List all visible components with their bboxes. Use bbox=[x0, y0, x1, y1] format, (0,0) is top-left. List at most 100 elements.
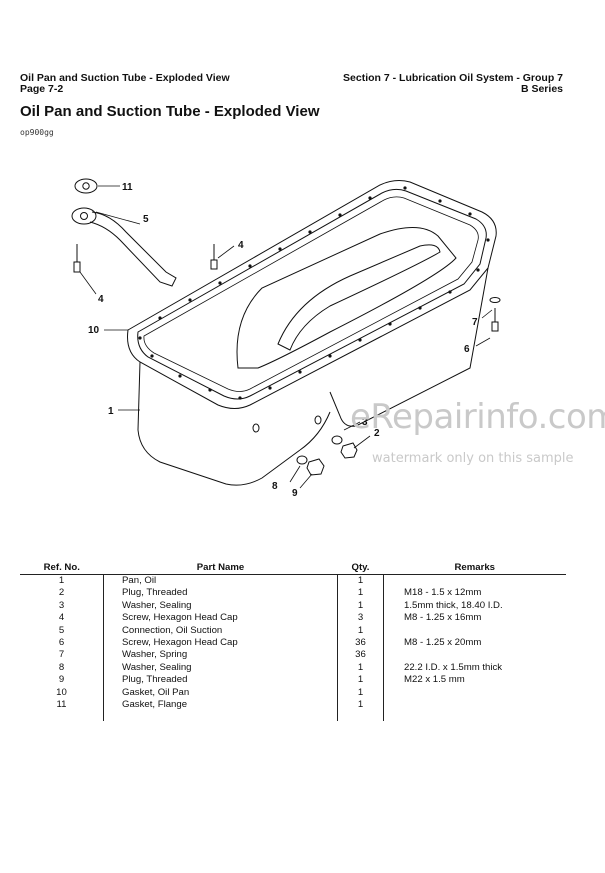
cell-remarks: M8 - 1.25 x 16mm bbox=[383, 612, 566, 625]
cell-ref: 9 bbox=[58, 674, 65, 686]
cell-qty: 1 bbox=[337, 686, 384, 700]
oil-pan-body-front bbox=[299, 411, 331, 451]
page-header-left: Oil Pan and Suction Tube - Exploded View… bbox=[20, 73, 230, 95]
cell-ref: 10 bbox=[56, 686, 67, 698]
cell-ref: 4 bbox=[58, 612, 65, 624]
watermark-site: eRepairinfo.com bbox=[350, 397, 605, 437]
callout-2: 2 bbox=[374, 428, 380, 439]
cell-name: Plug, Threaded bbox=[103, 674, 338, 687]
leader-lines bbox=[79, 185, 493, 489]
page-header-right: Section 7 - Lubrication Oil System - Gro… bbox=[343, 73, 563, 95]
cell-ref: 3 bbox=[58, 599, 65, 611]
cell-name: Gasket, Flange bbox=[103, 699, 338, 712]
col-qty-header: Qty. bbox=[337, 561, 384, 575]
cell-remarks bbox=[383, 686, 566, 700]
cell-remarks bbox=[383, 649, 566, 662]
cell-remarks bbox=[383, 574, 566, 588]
screw-4-left bbox=[73, 244, 81, 273]
callout-5: 5 bbox=[143, 214, 149, 225]
cell-qty: 3 bbox=[337, 612, 384, 625]
header-series: B Series bbox=[520, 83, 563, 95]
cell-name: Washer, Spring bbox=[103, 649, 338, 662]
cell-qty: 1 bbox=[337, 624, 384, 638]
cell-remarks: M8 - 1.25 x 20mm bbox=[383, 637, 566, 650]
cell-name: Connection, Oil Suction bbox=[103, 624, 338, 638]
cell-ref: 6 bbox=[58, 637, 65, 649]
table-row-spacer bbox=[20, 711, 566, 722]
cell-name: Washer, Sealing bbox=[103, 599, 338, 613]
cell-qty: 36 bbox=[337, 649, 384, 662]
cell-qty: 36 bbox=[337, 637, 384, 650]
cell-qty: 1 bbox=[337, 587, 384, 600]
oil-pan-baffle bbox=[277, 244, 441, 351]
header-section: Section 7 - Lubrication Oil System - Gro… bbox=[343, 72, 563, 84]
oil-pan-flange-inner bbox=[137, 188, 487, 400]
cell-ref: 5 bbox=[58, 624, 65, 636]
flange-gasket bbox=[74, 178, 98, 194]
sealing-washer-8 bbox=[296, 455, 308, 465]
cell-remarks: M18 - 1.5 x 12mm bbox=[383, 587, 566, 600]
suction-tube bbox=[89, 211, 177, 287]
cell-qty: 1 bbox=[337, 699, 384, 712]
threaded-plug-9 bbox=[306, 458, 325, 476]
cell-qty: 1 bbox=[337, 599, 384, 613]
cell-qty: 1 bbox=[337, 661, 384, 675]
oil-pan-body-side bbox=[329, 267, 489, 427]
threaded-plug-2 bbox=[340, 442, 358, 459]
cell-name: Plug, Threaded bbox=[103, 587, 338, 600]
cell-remarks bbox=[383, 624, 566, 638]
parts-table-header: Ref. No. Part Name Qty. Remarks bbox=[20, 561, 566, 575]
cell-remarks: 1.5mm thick, 18.40 I.D. bbox=[383, 599, 566, 613]
cell-remarks: 22.2 I.D. x 1.5mm thick bbox=[383, 661, 566, 675]
oil-pan-sump bbox=[236, 227, 457, 369]
col-ref-header: Ref. No. bbox=[20, 561, 104, 575]
exploded-view-diagram: 11 5 4 4 10 7 6 1 3 2 8 9 bbox=[71, 178, 501, 499]
callout-10: 10 bbox=[88, 325, 100, 336]
callout-1: 1 bbox=[108, 406, 114, 417]
callout-11: 11 bbox=[122, 182, 133, 193]
screw-4-right bbox=[210, 244, 218, 270]
figure-code: op900gg bbox=[20, 128, 54, 137]
cell-ref: 2 bbox=[58, 587, 65, 599]
header-doc-title: Oil Pan and Suction Tube - Exploded View bbox=[20, 72, 230, 84]
callout-4-right: 4 bbox=[238, 240, 244, 251]
cell-qty: 1 bbox=[337, 574, 384, 588]
oil-pan-gasket bbox=[143, 196, 479, 392]
callout-6: 6 bbox=[464, 344, 470, 355]
cell-name: Screw, Hexagon Head Cap bbox=[103, 637, 338, 650]
screw-6 bbox=[491, 308, 499, 332]
callout-3: 3 bbox=[362, 417, 368, 428]
cell-name: Washer, Sealing bbox=[103, 661, 338, 675]
callout-9: 9 bbox=[292, 488, 298, 499]
cell-ref: 11 bbox=[56, 699, 67, 711]
cell-ref: 7 bbox=[58, 649, 65, 661]
oil-pan-body bbox=[137, 361, 301, 486]
cell-name: Gasket, Oil Pan bbox=[103, 686, 338, 700]
page-title: Oil Pan and Suction Tube - Exploded View bbox=[20, 103, 320, 120]
cell-remarks bbox=[383, 699, 566, 712]
cell-name: Pan, Oil bbox=[103, 574, 338, 588]
col-remarks-header: Remarks bbox=[383, 561, 566, 575]
col-name-header: Part Name bbox=[103, 561, 338, 575]
cell-name: Screw, Hexagon Head Cap bbox=[103, 612, 338, 625]
callout-8: 8 bbox=[272, 481, 278, 492]
cell-ref: 1 bbox=[58, 575, 65, 586]
callout-4-left: 4 bbox=[98, 294, 104, 305]
callout-7: 7 bbox=[472, 317, 478, 328]
cell-remarks: M22 x 1.5 mm bbox=[383, 674, 566, 687]
flange-bolt-holes bbox=[138, 186, 490, 400]
watermark-note: watermark only on this sample bbox=[372, 451, 574, 466]
